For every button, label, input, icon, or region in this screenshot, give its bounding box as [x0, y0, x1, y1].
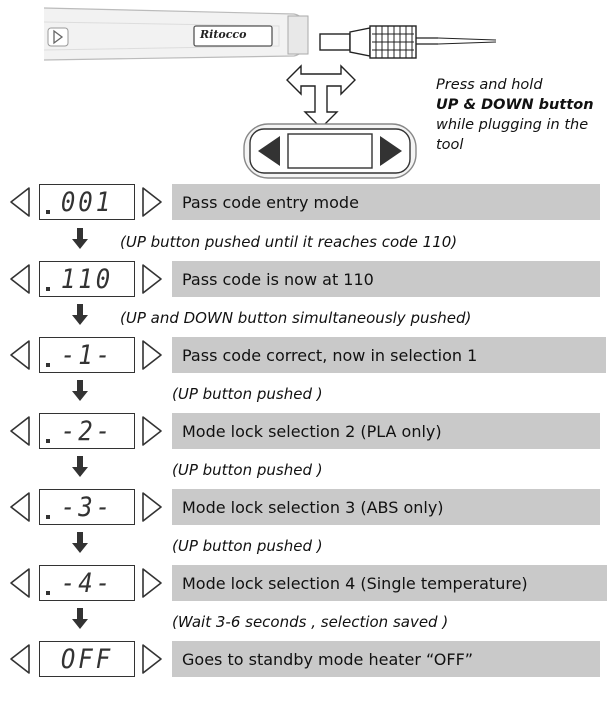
right-arrow-icon [142, 416, 162, 446]
decimal-dot [46, 363, 50, 367]
down-arrow-icon [72, 532, 88, 553]
step-label: Mode lock selection 4 (Single temperatur… [172, 565, 607, 601]
right-arrow-icon [142, 187, 162, 217]
lcd-display-row: -1- [7, 333, 167, 377]
instruction-bold: UP & DOWN button [436, 97, 594, 113]
right-arrow-icon [142, 568, 162, 598]
down-arrow-icon [72, 608, 88, 629]
lcd-display-row: -2- [7, 409, 167, 453]
pen-tool-illustration [44, 7, 309, 61]
lcd-screen: -1- [39, 337, 135, 373]
left-arrow-icon [10, 416, 30, 446]
lcd-screen: 001 [39, 184, 135, 220]
left-arrow-icon [10, 340, 30, 370]
decimal-dot [46, 591, 50, 595]
lcd-readout: -3- [60, 491, 114, 523]
lcd-readout: -4- [60, 567, 114, 599]
step-label: Goes to standby mode heater “OFF” [172, 641, 600, 677]
left-arrow-icon [10, 492, 30, 522]
right-arrow-icon [142, 644, 162, 674]
left-arrow-icon [10, 187, 30, 217]
step-note: (UP button pushed ) [172, 385, 323, 403]
brand-label: Ritocco [200, 28, 247, 41]
lcd-readout: 110 [60, 263, 114, 295]
lcd-display-row: -3- [7, 485, 167, 529]
lcd-display-row: OFF [7, 637, 167, 681]
step-note: (UP button pushed ) [172, 461, 323, 479]
move-arrows-icon [286, 64, 356, 129]
step-label: Mode lock selection 2 (PLA only) [172, 413, 600, 449]
left-arrow-icon [10, 644, 30, 674]
instruction-line-1: Press and hold [436, 77, 543, 93]
decimal-dot [46, 210, 50, 214]
decimal-dot [46, 287, 50, 291]
decimal-dot [46, 439, 50, 443]
lcd-screen: OFF [39, 641, 135, 677]
step-label: Pass code is now at 110 [172, 261, 600, 297]
down-arrow-icon [72, 228, 88, 249]
lcd-readout: -1- [60, 339, 114, 371]
down-arrow-icon [72, 304, 88, 325]
lcd-readout: -2- [60, 415, 114, 447]
left-arrow-icon [10, 264, 30, 294]
lcd-display-row: 110 [7, 257, 167, 301]
step-label: Mode lock selection 3 (ABS only) [172, 489, 600, 525]
step-note: (UP and DOWN button simultaneously pushe… [120, 309, 472, 327]
decimal-dot [46, 515, 50, 519]
step-label: Pass code entry mode [172, 184, 600, 220]
step-note: (UP button pushed until it reaches code … [120, 233, 458, 251]
plug-in-instruction: Press and hold UP & DOWN button while pl… [436, 75, 606, 155]
lcd-screen: -4- [39, 565, 135, 601]
right-arrow-icon [142, 340, 162, 370]
lcd-screen: -3- [39, 489, 135, 525]
down-arrow-icon [72, 380, 88, 401]
lcd-readout: OFF [60, 643, 114, 675]
left-arrow-icon [10, 568, 30, 598]
lcd-display-row: 001 [7, 180, 167, 224]
lcd-readout: 001 [60, 186, 114, 218]
step-note: (Wait 3-6 seconds , selection saved ) [172, 613, 449, 631]
step-label: Pass code correct, now in selection 1 [172, 337, 606, 373]
right-arrow-icon [142, 264, 162, 294]
right-arrow-icon [142, 492, 162, 522]
instruction-rest: while plugging in the tool [436, 117, 589, 153]
power-plug-illustration [319, 25, 497, 59]
step-note: (UP button pushed ) [172, 537, 323, 555]
lcd-screen: -2- [39, 413, 135, 449]
button-panel-illustration [243, 123, 417, 179]
lcd-display-row: -4- [7, 561, 167, 605]
down-arrow-icon [72, 456, 88, 477]
lcd-screen: 110 [39, 261, 135, 297]
